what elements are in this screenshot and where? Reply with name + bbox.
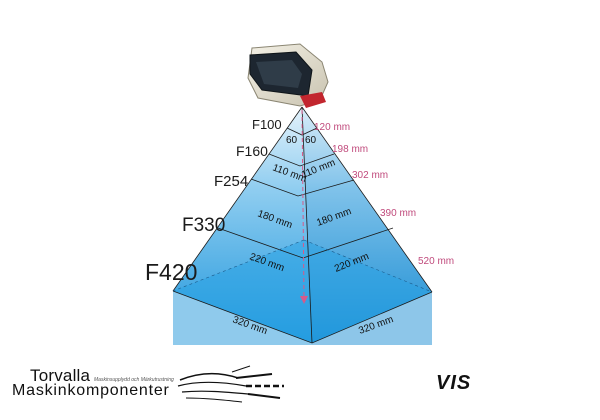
angle-right-f100: 60: [305, 135, 317, 146]
laser-beam-axis: [301, 109, 305, 301]
dim-f420: 520 mm: [418, 256, 454, 267]
brand-tagline: Maskinsupplydd och Märkutrustning: [94, 377, 174, 383]
brand-name-line2: Maskinkomponenter: [12, 382, 170, 399]
pyramid-field: [172, 106, 433, 345]
laser-head-icon: [247, 43, 329, 108]
dim-f330: 390 mm: [380, 208, 416, 219]
lens-label-f330: F330: [182, 215, 225, 236]
lens-label-f254: F254: [214, 173, 248, 190]
product-name: VIS: [436, 372, 472, 394]
dim-f100: 120 mm: [314, 122, 350, 133]
dim-f160: 198 mm: [332, 144, 368, 155]
dim-f254: 302 mm: [352, 170, 388, 181]
laser-burst-logo-icon: [177, 365, 284, 403]
lens-label-f100: F100: [252, 117, 282, 132]
lens-label-f160: F160: [236, 143, 268, 159]
angle-left-f100: 60: [286, 135, 298, 146]
brand-name-line1: Torvalla: [30, 366, 91, 385]
lens-label-f420: F420: [145, 259, 197, 285]
field-level-lines: [172, 106, 433, 344]
